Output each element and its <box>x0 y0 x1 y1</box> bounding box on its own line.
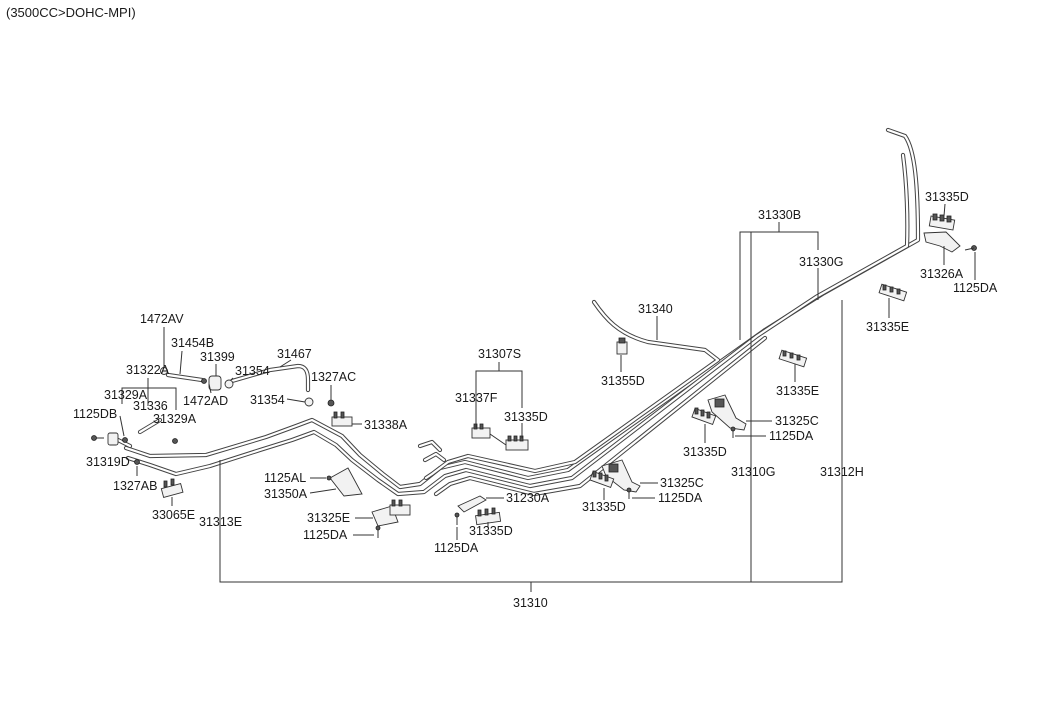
engine-spec-header: (3500CC>DOHC-MPI) <box>6 5 136 20</box>
label-31330G: 31330G <box>799 255 843 269</box>
bracket-icon <box>923 231 961 253</box>
label-31335E-right: 31335E <box>866 320 909 334</box>
label-31354-2: 31354 <box>250 393 285 407</box>
bolt-icon <box>91 435 104 441</box>
label-31325C-1: 31325C <box>775 414 819 428</box>
leader-lines <box>119 203 976 592</box>
label-31335D-top: 31335D <box>925 190 969 204</box>
clip-assembly-icon <box>471 423 529 451</box>
label-1125AL: 1125AL <box>264 471 306 485</box>
grommet-icon <box>134 459 140 465</box>
grommet-icon <box>327 399 335 407</box>
label-31330B: 31330B <box>758 208 801 222</box>
bracket-icon <box>371 499 411 527</box>
small-parts <box>91 213 977 538</box>
label-1125DA-2: 1125DA <box>658 491 703 505</box>
label-31329A-1: 31329A <box>104 388 148 402</box>
label-31322A: 31322A <box>126 363 170 377</box>
grommet-icon <box>172 438 178 444</box>
clip-icon <box>475 507 502 526</box>
connector-icon <box>201 375 222 391</box>
label-1125DA-5: 1125DA <box>303 528 348 542</box>
label-31336: 31336 <box>133 399 168 413</box>
fuel-lines <box>115 127 921 497</box>
label-31325E: 31325E <box>307 511 350 525</box>
label-31230A: 31230A <box>506 491 550 505</box>
label-1125DA-4: 1125DA <box>434 541 479 555</box>
label-31337F: 31337F <box>455 391 498 405</box>
label-33065E: 33065E <box>152 508 195 522</box>
clip-icon <box>778 349 808 368</box>
clamp-icon <box>304 397 314 407</box>
bracket-icon <box>457 495 487 513</box>
label-1472AD: 1472AD <box>183 394 228 408</box>
label-1125DA-1: 1125DA <box>769 429 814 443</box>
clip-icon <box>878 283 908 302</box>
clip-icon <box>160 478 184 498</box>
label-31355D: 31355D <box>601 374 645 388</box>
bolt-icon <box>730 426 736 438</box>
bracket-icon <box>326 467 363 497</box>
connector-icon <box>616 337 628 355</box>
bolt-icon <box>626 487 632 499</box>
clip-icon <box>331 411 353 427</box>
clip-icon <box>691 407 717 426</box>
connector-icon <box>107 432 119 446</box>
label-31335D-2: 31335D <box>582 500 626 514</box>
bolt-icon <box>964 245 977 251</box>
label-31338A: 31338A <box>364 418 408 432</box>
label-31467: 31467 <box>277 347 312 361</box>
label-1125DB: 1125DB <box>73 407 117 421</box>
label-1125DA-top: 1125DA <box>953 281 998 295</box>
label-31335D-3: 31335D <box>504 410 548 424</box>
label-31319D: 31319D <box>86 455 130 469</box>
label-31307S: 31307S <box>478 347 521 361</box>
grommet-icon <box>122 437 128 443</box>
clip-icon <box>589 470 615 489</box>
label-31454B: 31454B <box>171 336 214 350</box>
clamp-icon <box>224 379 234 389</box>
label-1327AC: 1327AC <box>311 370 356 384</box>
label-31329A-2: 31329A <box>153 412 197 426</box>
label-31399: 31399 <box>200 350 235 364</box>
label-1327AB: 1327AB <box>113 479 157 493</box>
label-31350A: 31350A <box>264 487 308 501</box>
label-31325C-2: 31325C <box>660 476 704 490</box>
clip-icon <box>928 213 956 231</box>
clamp-icon <box>160 367 168 375</box>
label-31326A: 31326A <box>920 267 964 281</box>
bolt-icon <box>454 512 460 525</box>
label-31312H: 31312H <box>820 465 864 479</box>
label-1472AV: 1472AV <box>140 312 184 326</box>
label-31310: 31310 <box>513 596 548 610</box>
label-31313E: 31313E <box>199 515 242 529</box>
label-31335D-4: 31335D <box>469 524 513 538</box>
bracket-icon <box>707 394 747 431</box>
label-31335D-1: 31335D <box>683 445 727 459</box>
label-31354-1: 31354 <box>235 364 270 378</box>
part-labels: 31335D 31330B 31330G 31326A 1125DA 31335… <box>73 190 998 610</box>
label-31310G: 31310G <box>731 465 775 479</box>
label-31340: 31340 <box>638 302 673 316</box>
label-31335E-mid: 31335E <box>776 384 819 398</box>
bolt-icon <box>375 525 381 538</box>
